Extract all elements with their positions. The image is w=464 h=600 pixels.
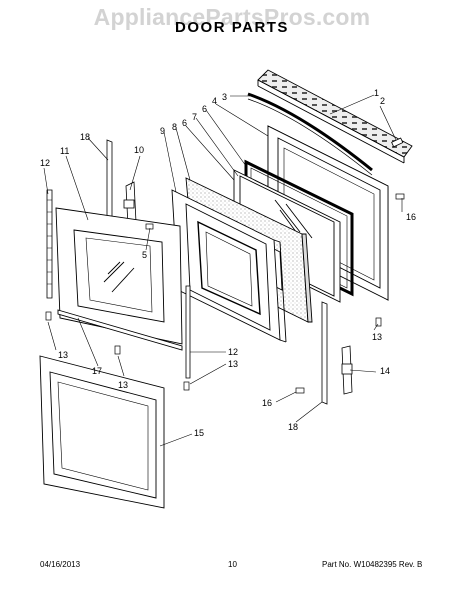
callout-16: 16	[406, 212, 416, 222]
footer-page-number: 10	[228, 560, 237, 569]
side-bracket	[106, 139, 328, 405]
callout-13: 13	[118, 380, 128, 390]
watermark: AppliancePartsPros.com	[93, 4, 371, 30]
callout-2: 2	[380, 96, 385, 106]
screw	[45, 193, 405, 394]
callout-12: 12	[40, 158, 50, 168]
callout-13: 13	[372, 332, 382, 342]
side-trim-strip	[46, 189, 191, 379]
callout-labels: 1 2 3 4 6 7 6 8 9 10 18 11 12 5 16 13 12…	[40, 88, 416, 438]
callout-15: 15	[194, 428, 204, 438]
callout-1: 1	[374, 88, 379, 98]
outer-door-glass	[55, 207, 183, 345]
footer-part-number: Part No. W10482395 Rev. B	[322, 560, 423, 569]
callout-17: 17	[92, 366, 102, 376]
top-vent-trim	[257, 69, 413, 164]
callout-12: 12	[228, 347, 238, 357]
callout-7: 7	[192, 112, 197, 122]
callout-14: 14	[380, 366, 390, 376]
callout-18: 18	[80, 132, 90, 142]
callout-6: 6	[202, 104, 207, 114]
leader-lines	[43, 94, 403, 447]
callout-13: 13	[228, 359, 238, 369]
callout-3: 3	[222, 92, 227, 102]
callout-11: 11	[60, 146, 69, 156]
callout-10: 10	[134, 145, 144, 155]
footer-date: 04/16/2013	[40, 560, 81, 569]
outer-door-panel	[39, 355, 165, 509]
callout-4: 4	[212, 96, 217, 106]
callout-5: 5	[142, 250, 147, 260]
bottom-trim	[57, 309, 183, 351]
top-channel	[247, 92, 373, 172]
page-title: DOOR PARTS	[175, 19, 289, 36]
callout-6: 6	[182, 118, 187, 128]
screw	[391, 137, 404, 148]
hinge-receiver	[123, 181, 353, 395]
inner-door-liner	[267, 125, 389, 301]
callout-9: 9	[160, 126, 165, 136]
callout-8: 8	[172, 122, 177, 132]
trim-strip-teeth	[47, 199, 52, 285]
callout-18: 18	[288, 422, 298, 432]
callout-13: 13	[58, 350, 68, 360]
callout-16: 16	[262, 398, 272, 408]
